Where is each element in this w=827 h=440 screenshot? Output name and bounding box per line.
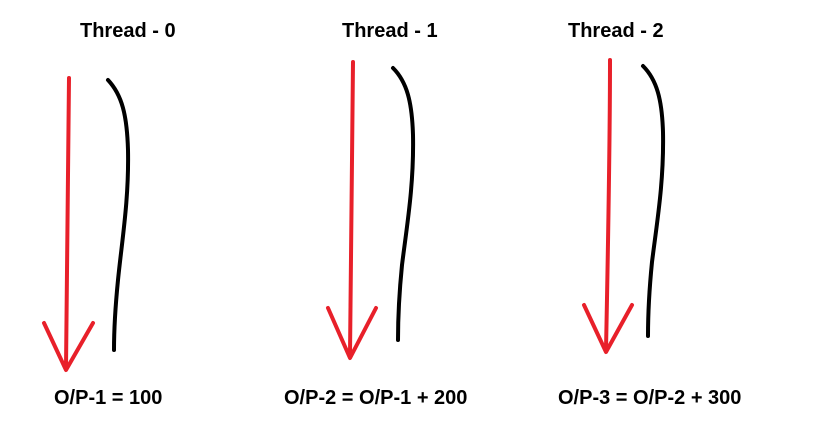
thread-2-title: Thread - 2 [568,20,664,42]
thread-1-lane [326,60,416,360]
thread-2-execution-line [641,64,666,338]
thread-1-arrow [326,60,378,360]
thread-0-lane [42,76,131,372]
thread-1-title: Thread - 1 [342,20,438,42]
thread-2-arrow [582,58,634,354]
thread-0-arrow [42,76,95,372]
thread-0-title: Thread - 0 [80,20,176,42]
thread-0-output: O/P-1 = 100 [54,387,163,409]
thread-0-execution-line [106,78,131,352]
thread-2-lane [582,58,666,354]
thread-1-execution-line [391,66,416,342]
thread-1-output: O/P-2 = O/P-1 + 200 [284,387,468,409]
thread-2-output: O/P-3 = O/P-2 + 300 [558,387,742,409]
